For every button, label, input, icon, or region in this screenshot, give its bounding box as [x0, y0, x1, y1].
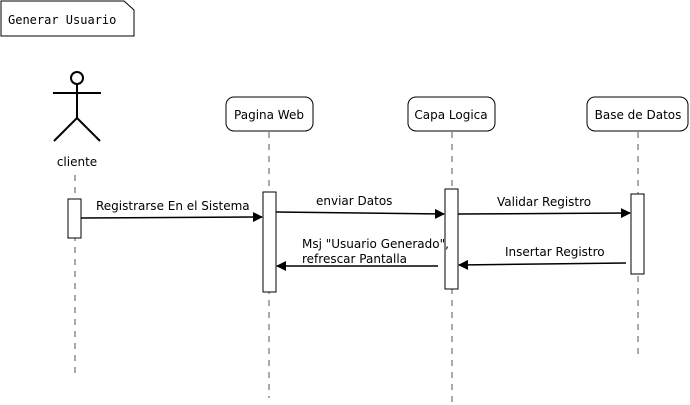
activation-cliente [67, 198, 82, 239]
message-usuario-generado: Msj "Usuario Generado", refrescar Pantal… [276, 237, 449, 271]
message-enviar-datos: enviar Datos [275, 194, 445, 219]
message-arrow [80, 212, 263, 223]
participant-label-base-de-datos: Base de Datos [595, 108, 682, 122]
participant-pagina-web: Pagina Web [225, 96, 314, 398]
message-label: Validar Registro [497, 195, 591, 209]
frame-tag: Generar Usuario [0, 0, 135, 37]
message-label-line-1: Msj "Usuario Generado", [302, 237, 449, 251]
message-arrow [458, 259, 627, 270]
participant-base-de-datos: Base de Datos [586, 96, 689, 357]
participant-box-base-de-datos [586, 96, 689, 132]
message-registrarse: Registrarse En el Sistema [80, 199, 263, 223]
message-label: Insertar Registro [505, 245, 605, 259]
message-arrow [275, 208, 445, 219]
actor-cliente: cliente [53, 71, 101, 374]
frame-label: Generar Usuario [8, 13, 116, 27]
message-insertar-registro: Insertar Registro [458, 245, 627, 270]
actor-label: cliente [57, 155, 97, 169]
message-label: enviar Datos [316, 194, 392, 208]
participant-capa-logica: Capa Logica [407, 96, 496, 403]
message-arrow [457, 208, 631, 219]
participant-label-pagina-web: Pagina Web [234, 108, 304, 122]
stick-figure-icon [53, 71, 101, 142]
participant-label-capa-logica: Capa Logica [414, 108, 487, 122]
message-label-line-2: refrescar Pantalla [302, 252, 407, 266]
participant-box-pagina-web [225, 96, 314, 132]
activation-pagina-web [262, 191, 277, 293]
activation-base-de-datos [630, 193, 645, 275]
participant-box-capa-logica [407, 96, 496, 132]
message-label: Registrarse En el Sistema [96, 199, 250, 213]
activation-capa-logica [444, 188, 459, 290]
message-validar-registro: Validar Registro [457, 195, 631, 219]
